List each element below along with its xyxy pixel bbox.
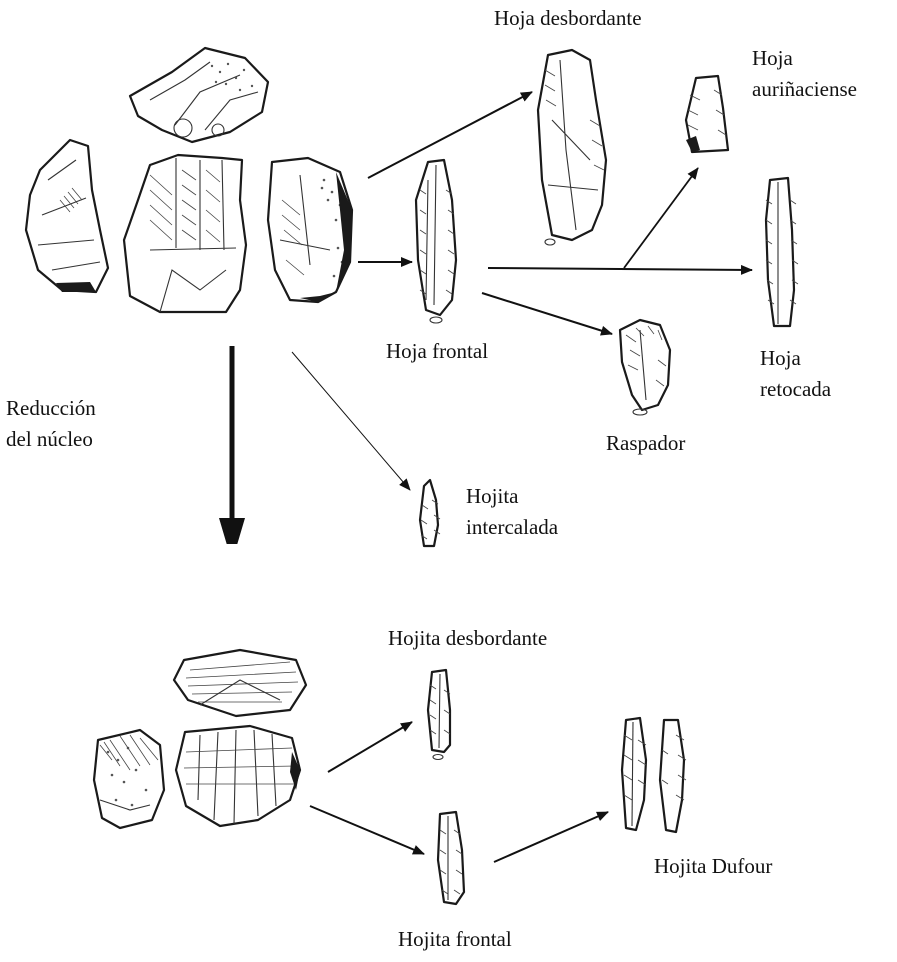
label-hoja-aurinaciense-1: Hoja (752, 45, 793, 72)
bladelet-core-top-view (174, 650, 306, 716)
blade-core-front-view (124, 155, 246, 312)
label-raspador: Raspador (606, 430, 685, 457)
label-hojita-frontal: Hojita frontal (398, 926, 512, 953)
hojita-intercalada-drawing (420, 480, 440, 546)
arrow-frontal-to-raspador (482, 293, 612, 334)
label-reduccion-2: del núcleo (6, 426, 93, 453)
blade-core-top-view (130, 48, 268, 142)
hojita-dufour-drawing (622, 718, 686, 832)
arrow-to-hoja-aurinaciense (624, 168, 698, 268)
label-hoja-desbordante: Hoja desbordante (494, 5, 642, 32)
arrow-to-hojita-desbordante (328, 722, 412, 772)
hoja-desbordante-drawing (538, 50, 606, 245)
blade-core-left-view (26, 140, 108, 292)
label-hoja-aurinaciense-2: auriñaciense (752, 76, 857, 103)
raspador-drawing (620, 320, 670, 415)
arrow-core-to-hoja-desbordante (368, 92, 532, 178)
bladelet-core-side-view (94, 730, 164, 828)
hoja-retocada-drawing (766, 178, 798, 326)
label-hojita-desbordante: Hojita desbordante (388, 625, 547, 652)
label-hoja-frontal: Hoja frontal (386, 338, 488, 365)
label-hoja-retocada-1: Hoja (760, 345, 801, 372)
hoja-aurinaciense-drawing (686, 76, 728, 152)
arrow-frontal-to-hoja-retocada (488, 268, 752, 270)
label-hojita-dufour: Hojita Dufour (654, 853, 772, 880)
blade-core-right-view (268, 158, 352, 302)
label-reduccion-1: Reducción (6, 395, 96, 422)
label-hoja-retocada-2: retocada (760, 376, 831, 403)
label-hojita-intercalada-2: intercalada (466, 514, 558, 541)
hojita-desbordante-drawing (428, 670, 450, 760)
arrow-to-hojita-frontal (310, 806, 424, 854)
arrow-to-hojita-dufour (494, 812, 608, 862)
label-hojita-intercalada-1: Hojita (466, 483, 519, 510)
arrow-core-to-hojita-intercalada (292, 352, 410, 490)
hoja-frontal-drawing (416, 160, 456, 323)
bladelet-core-front-view (176, 726, 300, 826)
hojita-frontal-drawing (438, 812, 464, 904)
